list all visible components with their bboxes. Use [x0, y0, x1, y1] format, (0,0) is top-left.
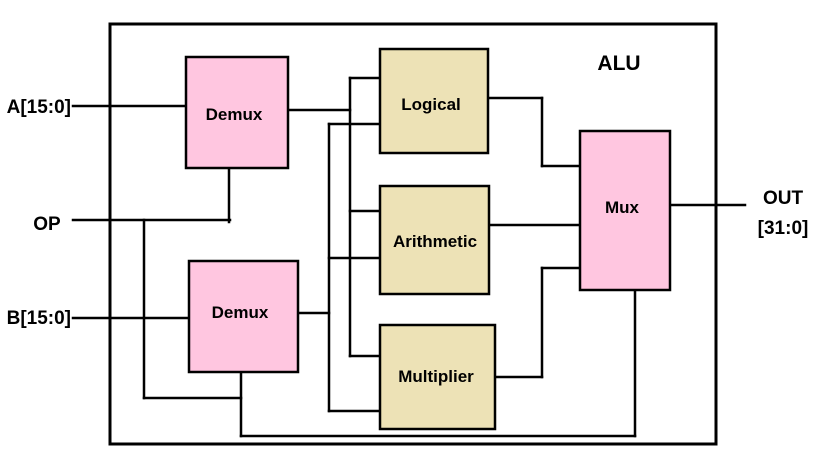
demux-top-box: [184, 55, 290, 170]
arithmetic-unit-box: [378, 184, 491, 296]
alu-title: ALU: [597, 52, 640, 75]
demux-top-label: Demux: [206, 105, 263, 124]
arithmetic-unit: Arithmetic: [378, 184, 491, 296]
arithmetic-unit-label: Arithmetic: [393, 232, 477, 251]
logical-unit-label: Logical: [401, 95, 461, 114]
wires: [71, 76, 747, 438]
logical-unit-box: [378, 47, 490, 155]
demux-bottom-label: Demux: [212, 303, 269, 322]
multiplier-unit-box: [378, 323, 497, 431]
demux-bottom: Demux: [187, 259, 300, 374]
logical-unit: Logical: [378, 47, 490, 155]
multiplier-unit: Multiplier: [378, 323, 497, 431]
mux-box: [578, 129, 672, 292]
multiplier-unit-label: Multiplier: [398, 367, 474, 386]
output-label-line1: OUT: [763, 188, 804, 209]
input-b-label: B[15:0]: [7, 308, 71, 329]
mux-label: Mux: [605, 198, 640, 217]
input-op-label: OP: [33, 214, 61, 235]
input-a-label: A[15:0]: [7, 97, 71, 118]
output-label-line2: [31:0]: [758, 218, 809, 239]
demux-bottom-box: [187, 259, 300, 374]
mux: Mux: [578, 129, 672, 292]
demux-top: Demux: [184, 55, 290, 170]
